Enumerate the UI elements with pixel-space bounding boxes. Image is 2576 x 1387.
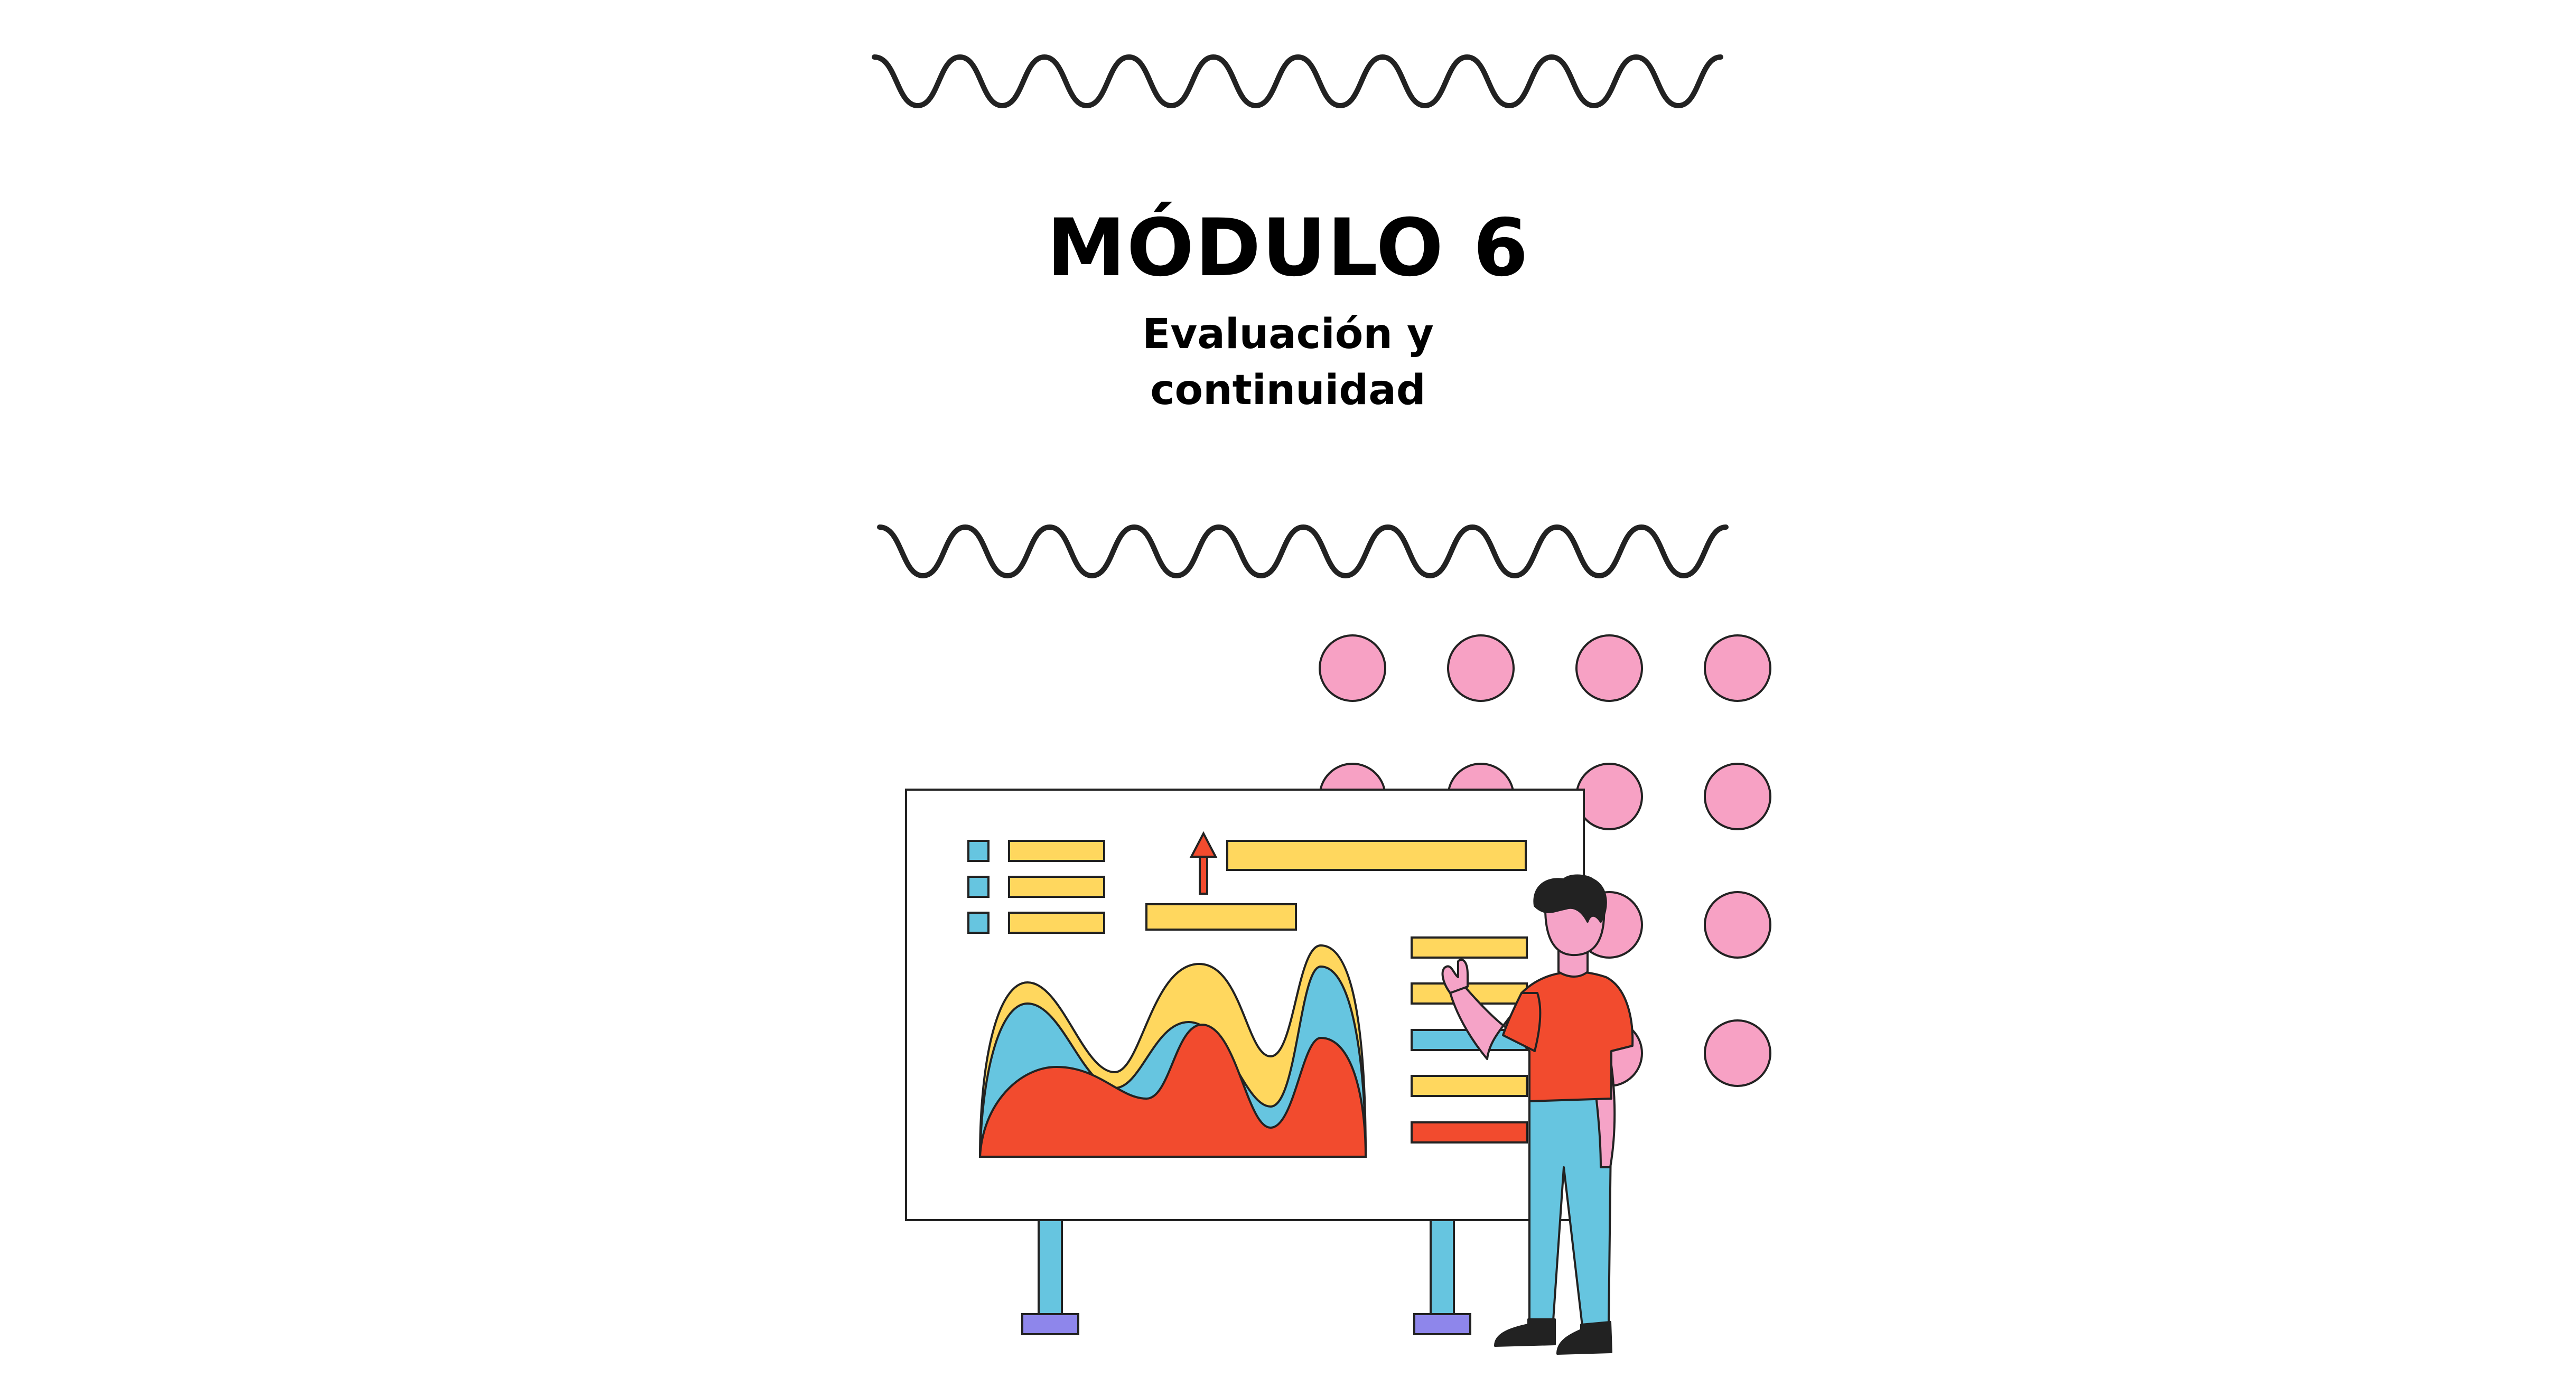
- board-stand-icon: [1021, 1219, 1471, 1335]
- wave-divider-top-icon: [872, 54, 1723, 109]
- page-subtitle-line-1: Evaluación y: [1142, 311, 1434, 358]
- board-top-bars-icon: [1145, 840, 1527, 931]
- page-subtitle-line-2: continuidad: [1150, 367, 1426, 414]
- presenter-person-icon: [1441, 874, 1634, 1355]
- board-legend-icon: [967, 840, 1105, 934]
- page-title: MÓDULO 6: [1047, 202, 1529, 294]
- area-chart-illustration: [978, 944, 1367, 1158]
- wave-divider-bottom-icon: [877, 524, 1729, 579]
- up-arrow-icon: [1189, 831, 1218, 895]
- board-right-bars-icon: [1411, 936, 1528, 1144]
